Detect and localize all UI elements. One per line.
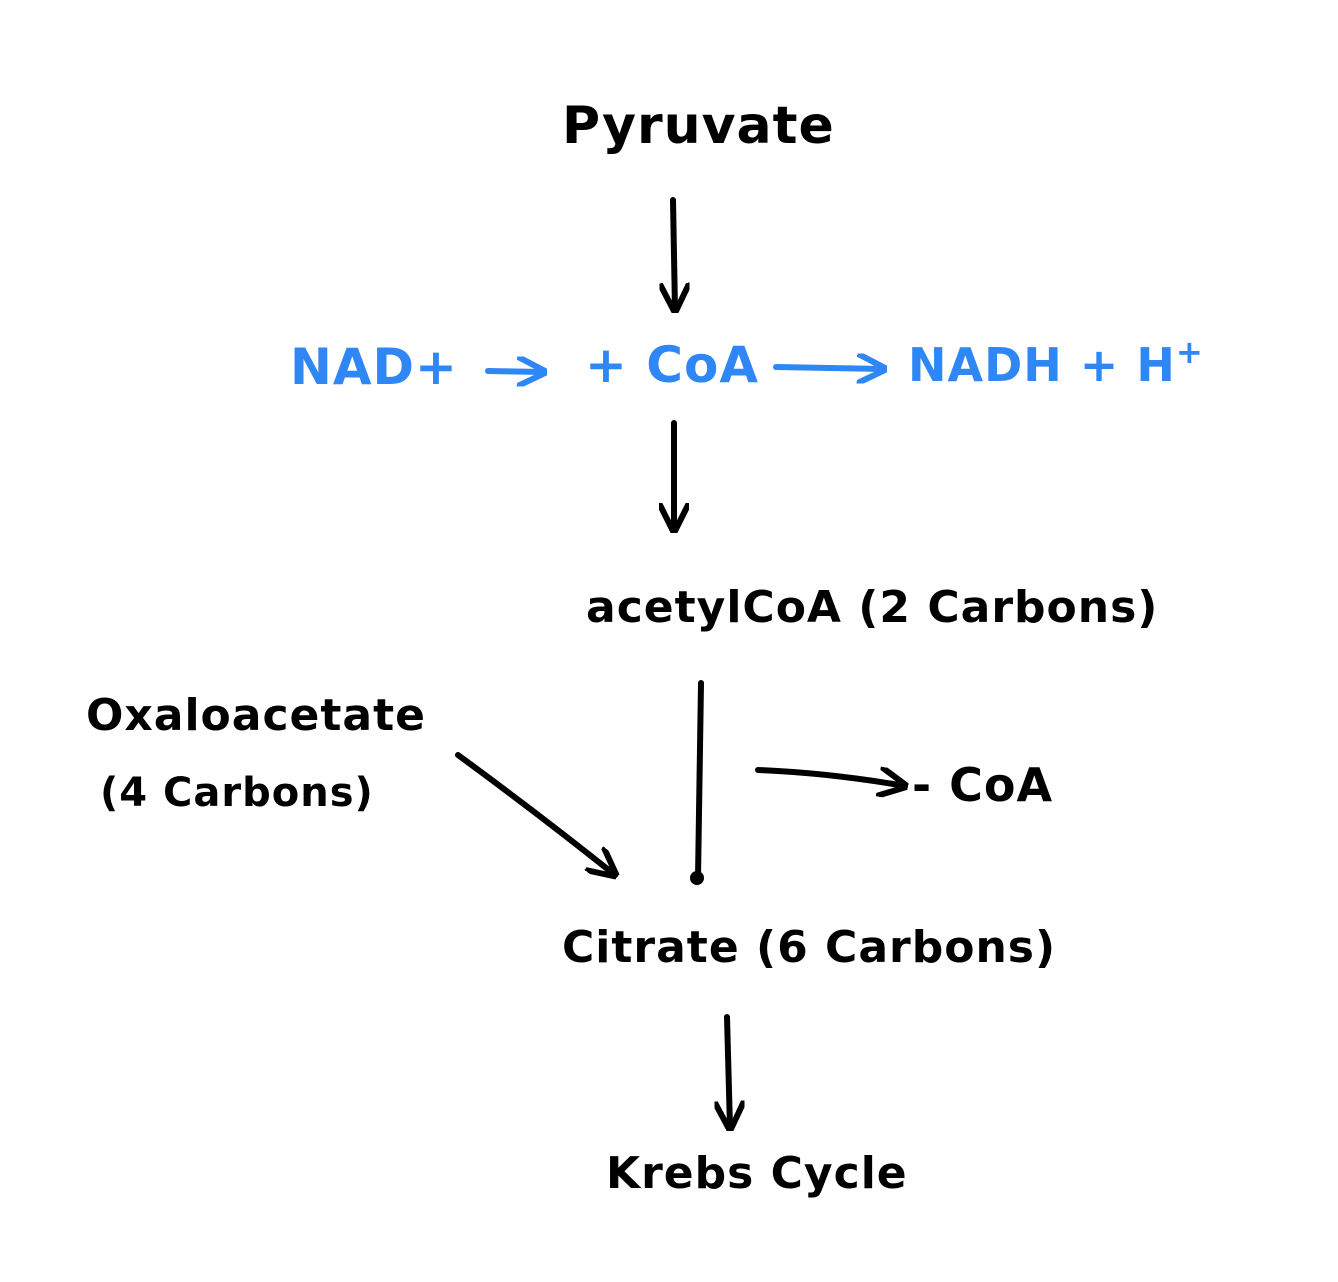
node-pyruvate: Pyruvate — [562, 96, 835, 156]
arrow-coa-to-nadh — [773, 367, 884, 369]
arrow-citrate-to-krebs — [727, 1014, 730, 1128]
node-acetyl-coa: acetylCoA (2 Carbons) — [586, 582, 1159, 633]
node-nad-plus: NAD+ — [290, 338, 458, 396]
node-nadh-text: NADH + H — [908, 338, 1176, 392]
arrow-to-coa-out — [755, 770, 905, 786]
node-krebs-cycle: Krebs Cycle — [606, 1148, 908, 1199]
arrow-oxaloacetate-to-citrate — [455, 752, 615, 875]
arrow-pyruvate-to-coa — [673, 197, 675, 310]
node-citrate: Citrate (6 Carbons) — [562, 922, 1057, 973]
line-end-dot — [690, 871, 704, 885]
arrow-nad-to-coa — [485, 371, 544, 372]
node-nadh: NADH + H+ — [908, 333, 1204, 392]
node-oxaloacetate: Oxaloacetate — [86, 690, 427, 741]
node-oxaloacetate-carbons: (4 Carbons) — [100, 770, 374, 816]
node-coa-in: + CoA — [585, 336, 760, 394]
node-coa-out: - CoA — [912, 758, 1054, 812]
line-acetylcoa-to-citrate — [695, 680, 704, 881]
node-nadh-superscript: + — [1175, 333, 1204, 372]
